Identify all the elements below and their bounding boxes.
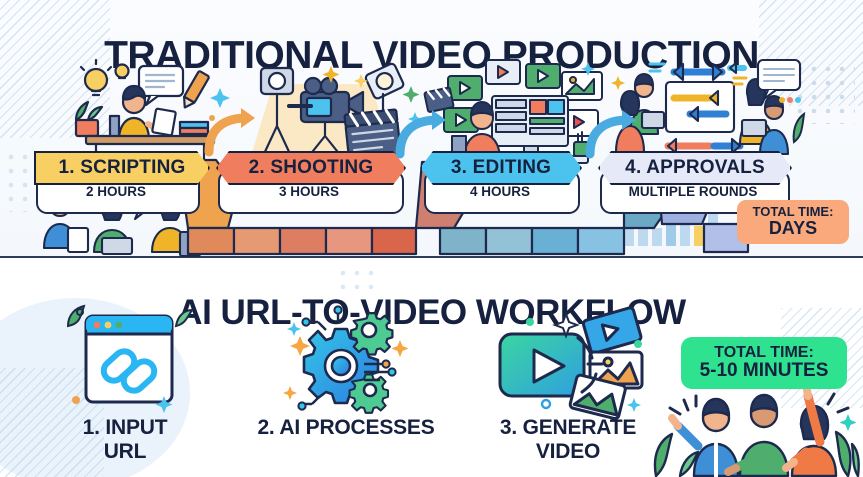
step-banner-editing[interactable]: 3. EDITING — [420, 151, 582, 185]
total-time-minutes-value: 5-10 MINUTES — [699, 360, 829, 382]
flow-label-input-url: 1. INPUT URL — [34, 416, 216, 463]
flow-label-ai-processes: 2. AI PROCESSES — [232, 416, 460, 440]
step-label-editing: 3. EDITING — [450, 157, 552, 178]
connector-arrow-1-icon — [204, 108, 255, 157]
step-duration-approvals: MULTIPLE ROUNDS — [628, 184, 758, 199]
traditional-production-section: TRADITIONAL VIDEO PRODUCTION — [0, 0, 863, 258]
camera-tripod-icon — [251, 62, 422, 160]
section-divider — [0, 256, 863, 258]
connector-arrow-2-icon — [395, 110, 446, 159]
step-label-shooting: 2. SHOOTING — [248, 157, 374, 178]
celebrating-people-icon — [653, 380, 860, 477]
total-time-minutes-label: TOTAL TIME: — [714, 343, 814, 361]
total-time-minutes-badge: TOTAL TIME: 5-10 MINUTES — [681, 337, 847, 389]
step-duration-shooting: 3 HOURS — [278, 184, 339, 199]
flow-label-input-url-line2: URL — [103, 439, 147, 463]
step-banner-shooting[interactable]: 2. SHOOTING — [216, 151, 406, 185]
editor-monitor-icon — [423, 59, 603, 164]
step-duration-scripting: 2 HOURS — [85, 184, 146, 199]
flow-label-generate-video: 3. GENERATE VIDEO — [470, 416, 666, 463]
step-banner-approvals[interactable]: 4. APPROVALS — [598, 151, 792, 185]
flow-label-input-url-line1: 1. INPUT — [82, 416, 168, 439]
total-time-days-badge: TOTAL TIME: DAYS — [737, 200, 849, 244]
total-time-days-label: TOTAL TIME: — [752, 204, 834, 220]
ai-workflow-section: AI URL-TO-VIDEO WORKFLOW — [0, 258, 863, 477]
connector-arrow-3-icon — [585, 110, 636, 159]
browser-link-icon[interactable] — [64, 304, 194, 414]
gears-circuit-icon[interactable] — [280, 304, 410, 414]
dot-grid-decor-bottom — [336, 266, 376, 294]
step-banner-scripting[interactable]: 1. SCRIPTING — [34, 151, 210, 185]
step-label-scripting: 1. SCRIPTING — [58, 157, 186, 178]
flow-label-generate-video-line1: 3. GENERATE — [499, 416, 637, 439]
step-duration-editing: 4 HOURS — [469, 184, 530, 199]
step-label-approvals: 4. APPROVALS — [625, 157, 765, 178]
writer-desk-icon — [74, 58, 230, 162]
total-time-days-value: DAYS — [768, 218, 818, 239]
play-media-icon[interactable] — [486, 304, 646, 421]
flow-label-ai-processes-text: 2. AI PROCESSES — [257, 416, 435, 439]
flow-label-generate-video-line2: VIDEO — [535, 439, 601, 463]
